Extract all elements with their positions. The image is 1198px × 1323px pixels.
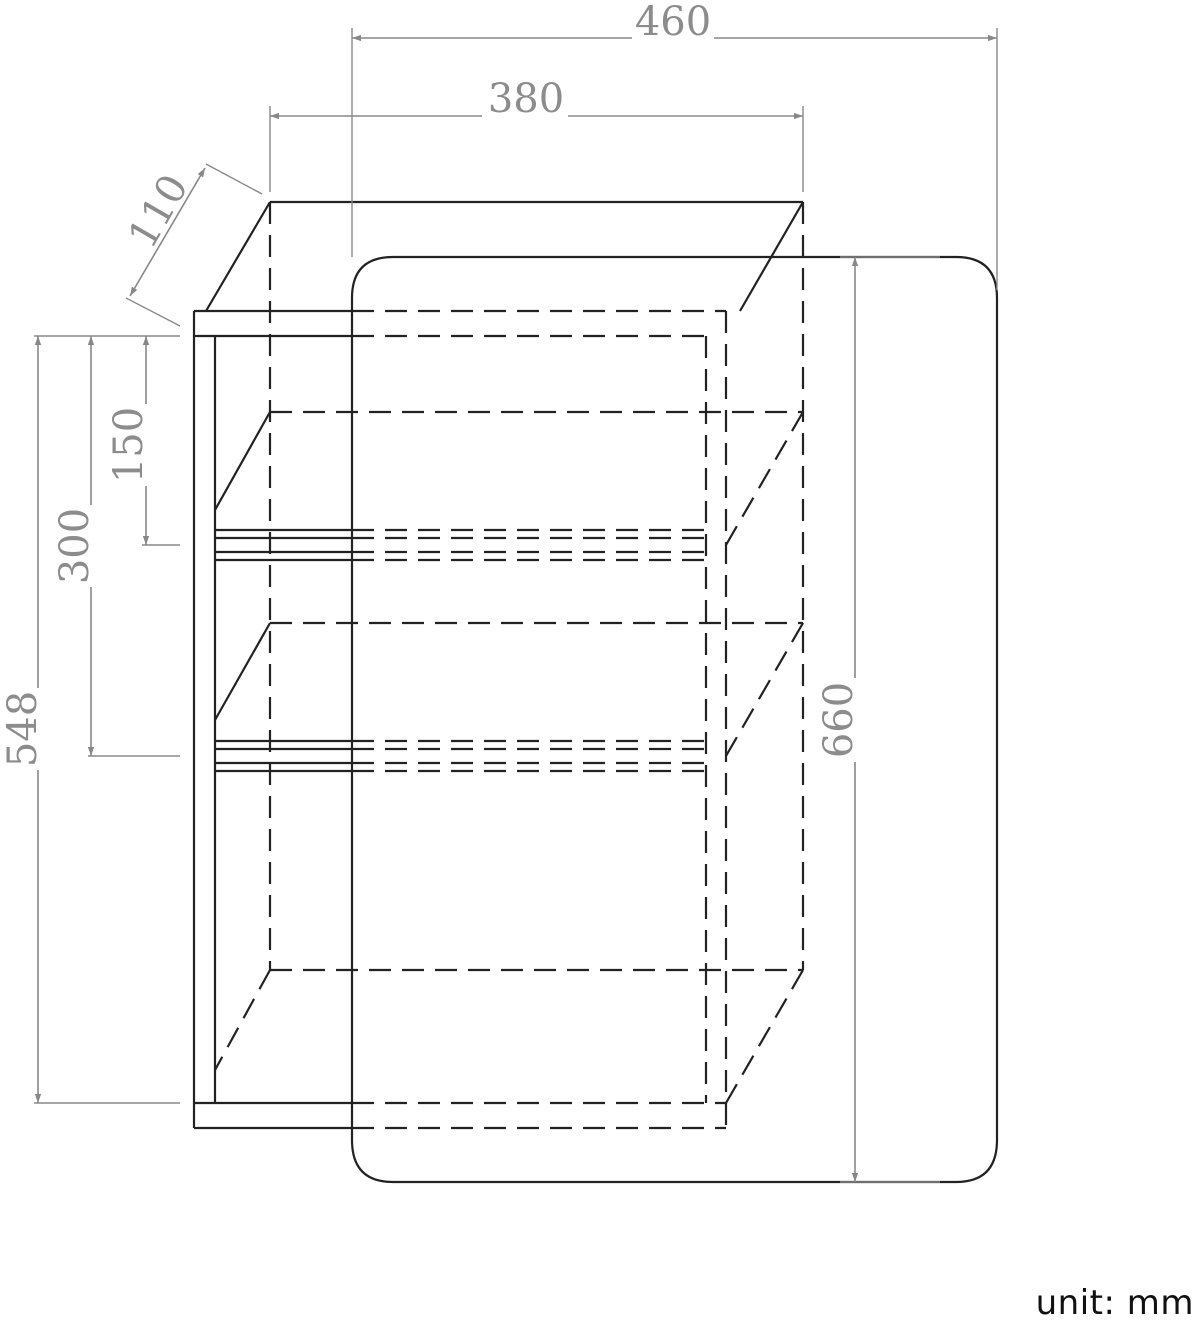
dimension-shelf-width: 380 xyxy=(269,76,804,192)
dimension-shelf-height: 548 xyxy=(0,335,180,1104)
shelf-spacing-1-label: 150 xyxy=(106,407,152,483)
mirror-panel xyxy=(350,255,999,1184)
dimension-mirror-width: 460 xyxy=(351,0,998,290)
dimension-depth: 110 xyxy=(120,163,263,327)
shelf-unit-hidden-lines xyxy=(214,202,805,1130)
depth-label: 110 xyxy=(120,167,198,256)
dimension-shelf-spacing-1: 150 xyxy=(106,336,180,546)
shelf-width-label: 380 xyxy=(488,76,564,122)
mirror-height-label: 660 xyxy=(816,682,862,758)
dimension-mirror-height: 660 xyxy=(816,256,940,1183)
shelf-unit-solid-lines xyxy=(192,200,804,1130)
mirror-width-label: 460 xyxy=(635,0,711,45)
shelf-height-label: 548 xyxy=(0,691,46,767)
dimension-shelf-spacing-2: 300 xyxy=(52,336,180,757)
shelf-spacing-2-label: 300 xyxy=(52,508,98,584)
unit-label: unit: mm xyxy=(1035,1283,1194,1323)
